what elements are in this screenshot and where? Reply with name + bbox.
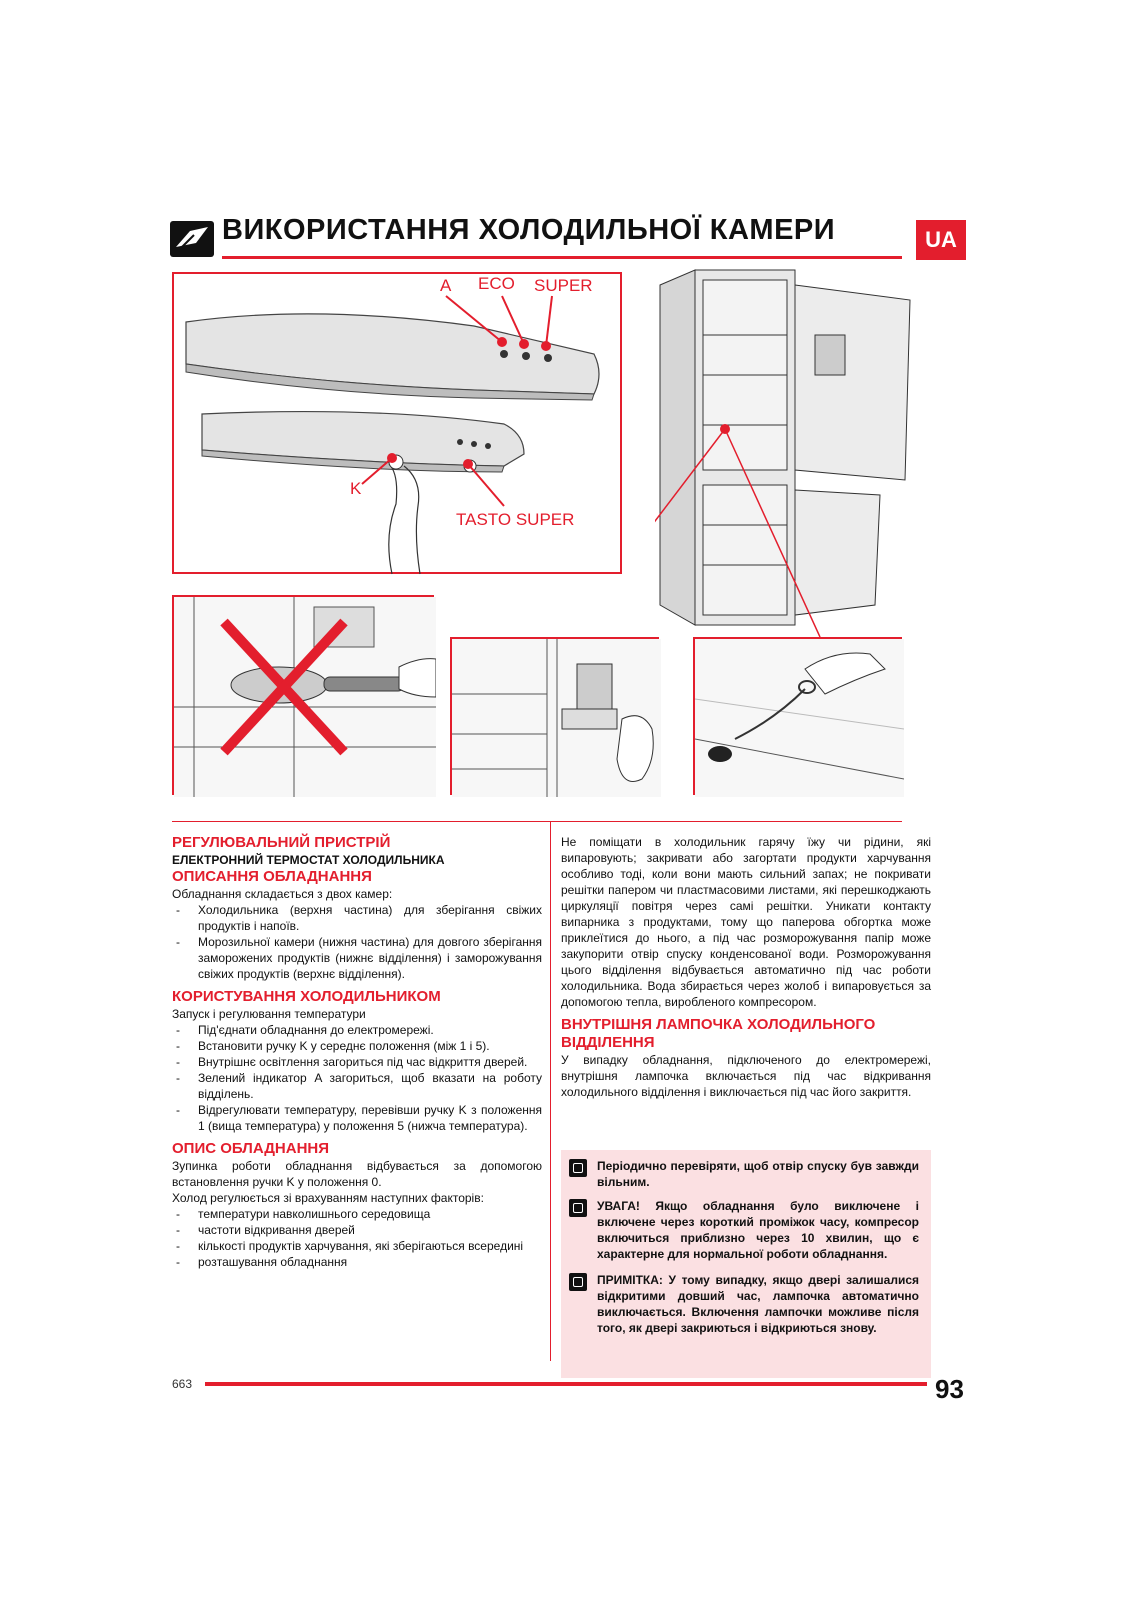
list-item: температури навколишнього середовища (172, 1206, 542, 1222)
heading-interior-lamp: ВНУТРІШНЯ ЛАМПОЧКА ХОЛОДИЛЬНОГО ВІДДІЛЕН… (561, 1016, 876, 1051)
label-tasto-super: TASTO SUPER (456, 510, 575, 529)
list-item: Встановити ручку K у середнє положення (… (172, 1038, 542, 1054)
column-divider (550, 821, 551, 1361)
note-warning: УВАГА! Якщо обладнання було виключене і … (569, 1198, 919, 1262)
list-item: кількості продуктів харчування, які збер… (172, 1238, 542, 1254)
lamp-description: У випадку обладнання, підключеного до ел… (561, 1053, 931, 1099)
no-hot-food-figure (172, 595, 436, 797)
label-super: SUPER (534, 276, 593, 295)
list-item: Морозильної камери (нижня частина) для д… (172, 934, 542, 982)
book-hand-icon (170, 221, 214, 257)
document-code: 663 (172, 1377, 193, 1391)
heading-using-fridge: КОРИСТУВАННЯ ХОЛОДИЛЬНИКОМ (172, 988, 441, 1005)
evaporator-figure (450, 637, 661, 797)
control-panel-figure: A ECO SUPER K TASTO SUPER (172, 272, 622, 575)
language-badge: UA (916, 220, 966, 260)
startup-intro: Запуск і регулювання температури (172, 1007, 366, 1021)
food-storage-warning: Не поміщати в холодильник гарячу їжу чи … (561, 835, 931, 1009)
list-item: Холодильника (верхня частина) для зберіг… (172, 902, 542, 934)
list-item: Внутрішнє освітлення загориться під час … (172, 1054, 542, 1070)
hand-note-icon (569, 1159, 587, 1177)
factors-intro: Холод регулюється зі врахуванням наступн… (172, 1191, 484, 1205)
list-item: розташування обладнання (172, 1254, 542, 1270)
list-item: частоти відкривання дверей (172, 1222, 542, 1238)
page-title: ВИКОРИСТАННЯ ХОЛОДИЛЬНОЇ КАМЕРИ (222, 214, 836, 246)
notes-box: Періодично перевіряти, щоб отвір спуску … (561, 1150, 931, 1378)
title-divider (222, 256, 902, 259)
footer-divider (205, 1382, 927, 1386)
chamber-list: Холодильника (верхня частина) для зберіг… (172, 902, 542, 982)
shutdown-text: Зупинка роботи обладнання відбувається з… (172, 1159, 542, 1189)
left-column: РЕГУЛЮВАЛЬНИЙ ПРИСТРІЙ ЕЛЕКТРОННИЙ ТЕРМО… (172, 834, 542, 1270)
note-drain: Періодично перевіряти, щоб отвір спуску … (569, 1158, 919, 1190)
section-divider (172, 821, 902, 822)
factors-list: температури навколишнього середовища час… (172, 1206, 542, 1270)
note-lamp: ПРИМІТКА: У тому випадку, якщо двері зал… (569, 1272, 919, 1336)
page-number: 93 (935, 1374, 964, 1404)
subheading-thermostat: ЕЛЕКТРОННИЙ ТЕРМОСТАТ ХОЛОДИЛЬНИКА (172, 853, 445, 867)
right-column: Не поміщати в холодильник гарячу їжу чи … (561, 834, 931, 1100)
label-a: A (440, 276, 452, 295)
hand-note-icon (569, 1199, 587, 1217)
equipment-intro: Обладнання складається з двох камер: (172, 887, 393, 901)
label-k: K (350, 479, 362, 498)
heading-equipment-desc-2: ОПИС ОБЛАДНАННЯ (172, 1140, 330, 1157)
drain-cleaning-figure (693, 637, 904, 797)
hand-note-icon (569, 1273, 587, 1291)
heading-control-device: РЕГУЛЮВАЛЬНИЙ ПРИСТРІЙ (172, 834, 391, 851)
heading-equipment-description: ОПИСАННЯ ОБЛАДНАННЯ (172, 868, 372, 885)
list-item: Відрегулювати температуру, перевівши руч… (172, 1102, 542, 1134)
label-eco: ECO (478, 274, 515, 293)
startup-steps: Під'єднати обладнання до електромережі. … (172, 1022, 542, 1134)
refrigerator-illustration (569, 265, 920, 650)
list-item: Під'єднати обладнання до електромережі. (172, 1022, 542, 1038)
list-item: Зелений індикатор A загориться, щоб вказ… (172, 1070, 542, 1102)
